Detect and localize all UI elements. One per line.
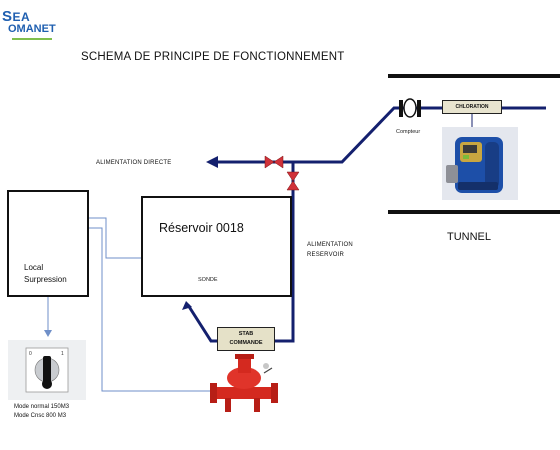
svg-text:1: 1 bbox=[61, 351, 64, 357]
diagram-title: SCHEMA DE PRINCIPE DE FONCTIONNEMENT bbox=[81, 51, 345, 63]
stab-valve-icon bbox=[210, 354, 278, 412]
logo-underline bbox=[12, 38, 52, 40]
compteur-right-bar bbox=[417, 100, 421, 117]
reservoir-pipe-arrow bbox=[182, 301, 192, 310]
logo-line1: SEA bbox=[2, 8, 31, 25]
selector-signal-arrow bbox=[44, 330, 52, 337]
alimentation-directe-label: ALIMENTATION DIRECTE bbox=[96, 160, 172, 166]
sonde-label: SONDE bbox=[198, 277, 218, 283]
reservoir-box bbox=[141, 196, 292, 297]
selector-switch-icon: 0 1 bbox=[8, 340, 86, 400]
reservoir-title: Réservoir 0018 bbox=[159, 221, 244, 235]
valve-horizontal-icon bbox=[264, 155, 284, 169]
dosing-pump-icon bbox=[442, 127, 518, 200]
compteur-left-bar bbox=[399, 100, 403, 117]
alimentation-directe-arrow bbox=[206, 156, 218, 168]
chloration-box: CHLORATION bbox=[442, 100, 502, 114]
local-surpression-label: Local Surpression bbox=[24, 263, 67, 284]
tunnel-label: TUNNEL bbox=[447, 231, 492, 243]
stab-commande-box: STAB COMMANDE bbox=[217, 327, 275, 351]
compteur-label: Compteur bbox=[396, 129, 421, 135]
compteur-icon bbox=[403, 98, 417, 118]
local-surpression-box bbox=[7, 190, 89, 297]
logo-line2: OMANET bbox=[8, 23, 56, 35]
mode-label: Mode normal 150M3 Mode Cnsc 800 M3 bbox=[14, 404, 70, 419]
command-signal-line bbox=[78, 227, 218, 392]
valve-vertical-icon bbox=[286, 171, 300, 191]
alimentation-reservoir-label: ALIMENTATION RESERVOIR bbox=[307, 242, 353, 258]
svg-text:0: 0 bbox=[29, 351, 32, 357]
